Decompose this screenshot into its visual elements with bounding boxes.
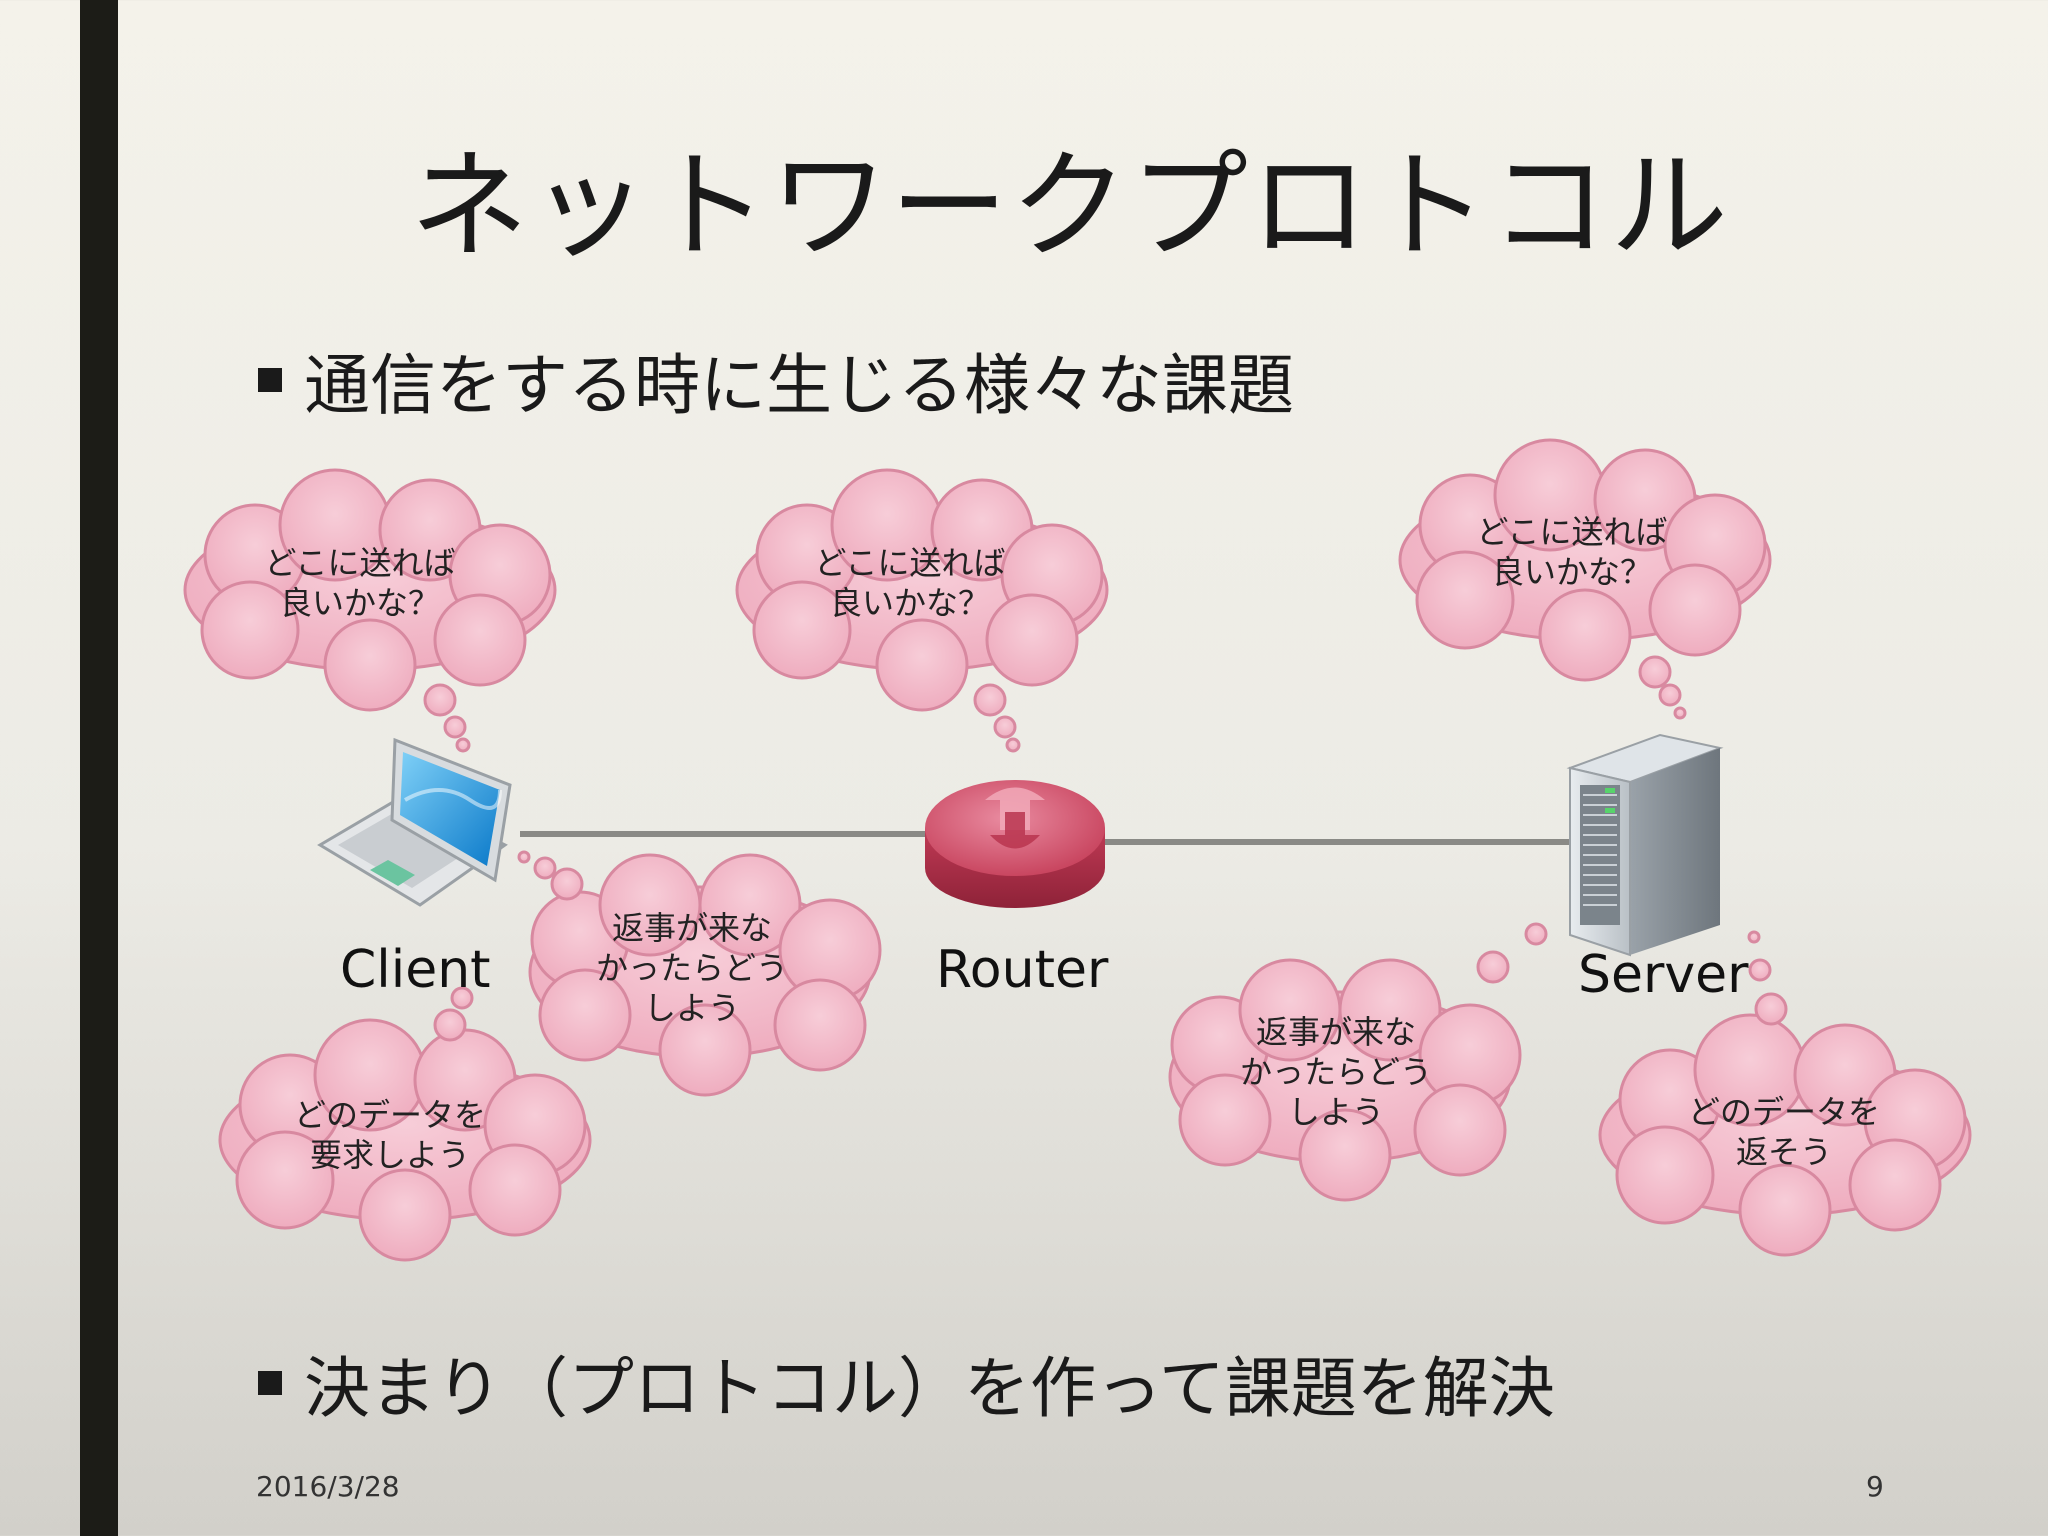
thought-cloud-router-where (735, 468, 1109, 753)
bullet-challenges-text: 通信をする時に生じる様々な課題 (304, 347, 1294, 424)
thought-cloud-client-where (183, 468, 557, 753)
page-number: 9 (1866, 1470, 1884, 1503)
router-icon (925, 780, 1105, 908)
router-label: Router (936, 940, 1109, 1000)
cloud-server-where-text: どこに送れば良いかな？ (1476, 513, 1668, 591)
server-label: Server (1578, 945, 1749, 1005)
bullet-solution-text: 決まり（プロトコル）を作って課題を解決 (304, 1350, 1555, 1427)
thought-cloud-server-return (1598, 930, 1972, 1257)
bullet-square-icon (258, 1371, 282, 1395)
thought-cloud-client-request (218, 986, 592, 1262)
cloud-router-where-text: どこに送れば良いかな？ (814, 544, 1006, 622)
thought-cloud-server-noreply (1168, 922, 1548, 1202)
server-tower-icon (1566, 733, 1724, 957)
side-accent-bar (80, 0, 118, 1536)
bullet-square-icon (258, 368, 282, 392)
laptop-icon (317, 737, 512, 907)
cloud-client-where-text: どこに送れば良いかな？ (264, 544, 456, 622)
cloud-server-return-text: どのデータを返そう (1687, 1093, 1880, 1171)
slide-title: ネットワークプロトコル (409, 137, 1730, 275)
cloud-client-request-text: どのデータを要求しよう (293, 1096, 486, 1174)
slide-date: 2016/3/28 (256, 1470, 400, 1503)
bullet-challenges: 通信をする時に生じる様々な課題 (258, 332, 1294, 428)
thought-cloud-server-where (1398, 438, 1772, 720)
cloud-server-noreply-text: 返事が来なかったらどうしよう (1239, 1013, 1432, 1131)
thought-cloud-client-noreply (517, 850, 882, 1097)
bullet-solution: 決まり（プロトコル）を作って課題を解決 (258, 1335, 1555, 1431)
cloud-client-noreply-text: 返事が来なかったらどうしよう (595, 909, 788, 1027)
client-label: Client (340, 940, 491, 1000)
